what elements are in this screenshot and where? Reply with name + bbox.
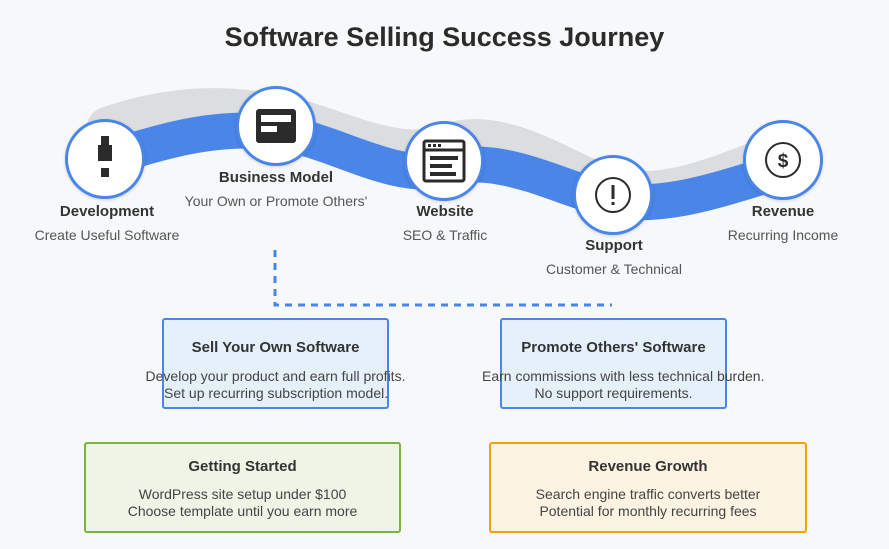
note-card-getting-started: Getting Started WordPress site setup und…	[84, 442, 401, 533]
note-line: WordPress site setup under $100	[138, 486, 347, 502]
option-card-own-software: Sell Your Own Software Develop your prod…	[146, 318, 405, 409]
stage-title-development: Development	[59, 203, 155, 220]
stage-subtitle-business-model: Your Own or Promote Others'	[184, 193, 368, 209]
svg-text:$: $	[778, 151, 789, 172]
note-title: Revenue Growth	[588, 458, 708, 475]
connector-line	[273, 250, 612, 307]
stage-title-support: Support	[585, 237, 643, 254]
browser-window-icon	[422, 139, 466, 183]
option-line: Develop your product and earn full profi…	[145, 368, 406, 384]
option-card-promote-others: Promote Others' Software Earn commission…	[482, 318, 764, 409]
stage-node-website	[404, 121, 484, 201]
stage-subtitle-support: Customer & Technical	[546, 261, 682, 277]
stage-node-development	[65, 119, 145, 199]
stage-node-revenue: $	[743, 120, 823, 200]
option-title: Sell Your Own Software	[191, 339, 360, 356]
stage-subtitle-website: SEO & Traffic	[402, 227, 488, 243]
option-line: Set up recurring subscription model.	[164, 385, 389, 401]
note-title: Getting Started	[188, 458, 297, 475]
note-card-revenue-growth: Revenue Growth Search engine traffic con…	[489, 442, 807, 533]
stage-title-website: Website	[416, 203, 474, 220]
diagram-title: Software Selling Success Journey	[224, 22, 665, 52]
dollar-icon: $	[765, 142, 801, 178]
note-line: Search engine traffic converts better	[535, 486, 761, 502]
stage-subtitle-revenue: Recurring Income	[727, 227, 839, 243]
note-line: Choose template until you earn more	[127, 503, 358, 519]
stage-subtitle-development: Create Useful Software	[34, 227, 180, 243]
puzzle-piece-icon	[98, 136, 112, 177]
exclamation-icon	[595, 177, 631, 213]
option-title: Promote Others' Software	[521, 339, 706, 356]
note-line: Potential for monthly recurring fees	[539, 503, 757, 519]
stage-node-business-model	[236, 86, 316, 166]
stage-title-business-model: Business Model	[218, 169, 334, 186]
layout-icon	[256, 109, 296, 143]
stage-title-revenue: Revenue	[751, 203, 815, 220]
stage-node-support	[573, 155, 653, 235]
option-line: Earn commissions with less technical bur…	[482, 368, 765, 384]
option-line: No support requirements.	[534, 385, 693, 401]
